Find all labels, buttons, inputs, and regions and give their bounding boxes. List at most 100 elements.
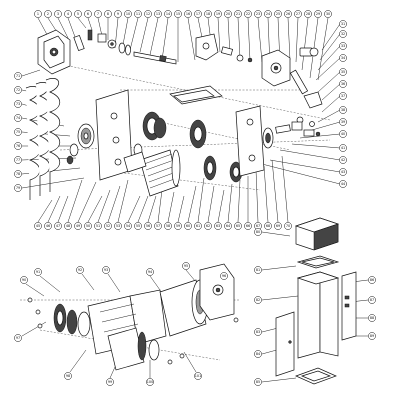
svg-text:70: 70 — [286, 224, 290, 228]
svg-text:20: 20 — [226, 12, 230, 16]
svg-text:28: 28 — [306, 12, 310, 16]
svg-text:63: 63 — [216, 224, 220, 228]
svg-text:78: 78 — [16, 172, 20, 176]
assembly-axes — [39, 59, 331, 191]
svg-text:8: 8 — [107, 12, 109, 16]
callout: 72 — [14, 86, 22, 94]
callout: 44 — [339, 180, 347, 188]
callout: 2 — [44, 10, 52, 18]
svg-text:57: 57 — [156, 224, 160, 228]
callout: 49 — [74, 222, 82, 230]
assembled-bolts — [27, 297, 239, 365]
callouts-left-column: 71 72 73 74 75 76 77 78 79 — [14, 72, 22, 192]
cabinet-base — [295, 367, 337, 385]
svg-text:87: 87 — [370, 298, 374, 302]
callout: 88 — [368, 314, 376, 322]
right-column-hardware — [289, 47, 323, 137]
svg-text:79: 79 — [16, 186, 20, 190]
svg-text:69: 69 — [276, 224, 280, 228]
left-spring-stack — [25, 78, 61, 200]
left-pulley — [66, 123, 95, 165]
callout: 73 — [14, 100, 22, 108]
callouts-bottom-row: 45 46 47 48 49 50 51 52 53 54 55 56 57 5… — [34, 222, 292, 230]
svg-text:46: 46 — [46, 224, 50, 228]
callout: 31 — [339, 20, 347, 28]
svg-text:32: 32 — [341, 32, 345, 36]
callouts-top-row: 1 2 3 4 5 6 7 8 9 10 11 12 13 14 15 16 1… — [34, 10, 332, 18]
drive-motor — [123, 149, 181, 197]
svg-text:82: 82 — [256, 298, 260, 302]
svg-text:55: 55 — [136, 224, 140, 228]
drive-shaft — [133, 51, 177, 65]
callout: 60 — [184, 222, 192, 230]
callout: 8 — [104, 10, 112, 18]
callout: 71 — [14, 72, 22, 80]
callout: 85 — [254, 378, 262, 386]
svg-text:35: 35 — [341, 70, 345, 74]
svg-text:89: 89 — [370, 334, 374, 338]
svg-text:80: 80 — [256, 230, 260, 234]
svg-text:37: 37 — [341, 94, 345, 98]
svg-text:101: 101 — [195, 374, 201, 378]
callout: 40 — [339, 130, 347, 138]
callout: 14 — [164, 10, 172, 18]
callout: 7 — [94, 10, 102, 18]
svg-text:81: 81 — [256, 268, 260, 272]
callout: 65 — [234, 222, 242, 230]
assembled-motor — [107, 327, 160, 371]
callout: 98 — [64, 372, 72, 380]
callout: 101 — [194, 372, 202, 380]
svg-text:91: 91 — [36, 270, 40, 274]
svg-text:60: 60 — [186, 224, 190, 228]
callout: 47 — [54, 222, 62, 230]
callout: 48 — [64, 222, 72, 230]
callout: 11 — [134, 10, 142, 18]
svg-text:88: 88 — [370, 316, 374, 320]
callout: 28 — [304, 10, 312, 18]
center-gears — [133, 111, 167, 157]
cabinet-top-frame — [296, 255, 340, 269]
svg-text:25: 25 — [276, 12, 280, 16]
svg-text:65: 65 — [236, 224, 240, 228]
svg-text:98: 98 — [66, 374, 70, 378]
callout: 51 — [94, 222, 102, 230]
callout: 5 — [74, 10, 82, 18]
svg-text:92: 92 — [78, 268, 82, 272]
callout: 34 — [339, 54, 347, 62]
callout: 23 — [254, 10, 262, 18]
svg-text:75: 75 — [16, 130, 20, 134]
top-cover-plate — [169, 85, 223, 105]
callouts-right-column: 31 32 33 34 35 36 37 38 39 40 41 42 43 4… — [339, 20, 347, 188]
svg-text:74: 74 — [16, 116, 20, 120]
svg-text:50: 50 — [86, 224, 90, 228]
callout: 76 — [14, 142, 22, 150]
svg-text:1: 1 — [37, 12, 39, 16]
callout: 66 — [244, 222, 252, 230]
callout: 80 — [254, 228, 262, 236]
callout: 54 — [124, 222, 132, 230]
svg-text:56: 56 — [146, 224, 150, 228]
callout: 41 — [339, 144, 347, 152]
svg-text:31: 31 — [341, 22, 345, 26]
callout: 69 — [274, 222, 282, 230]
svg-text:54: 54 — [126, 224, 130, 228]
callout: 68 — [264, 222, 272, 230]
callout: 33 — [339, 42, 347, 50]
svg-text:97: 97 — [16, 336, 20, 340]
callout: 58 — [164, 222, 172, 230]
center-mounting-plate — [95, 89, 133, 181]
svg-text:36: 36 — [341, 82, 345, 86]
svg-text:84: 84 — [256, 352, 260, 356]
svg-text:93: 93 — [104, 268, 108, 272]
svg-text:68: 68 — [266, 224, 270, 228]
right-upper-housing — [261, 49, 291, 87]
svg-text:11: 11 — [136, 12, 140, 16]
callout: 59 — [174, 222, 182, 230]
svg-text:4: 4 — [67, 12, 69, 16]
svg-text:72: 72 — [16, 88, 20, 92]
callout: 53 — [114, 222, 122, 230]
svg-text:95: 95 — [184, 264, 188, 268]
svg-text:85: 85 — [256, 380, 260, 384]
callout: 87 — [368, 296, 376, 304]
